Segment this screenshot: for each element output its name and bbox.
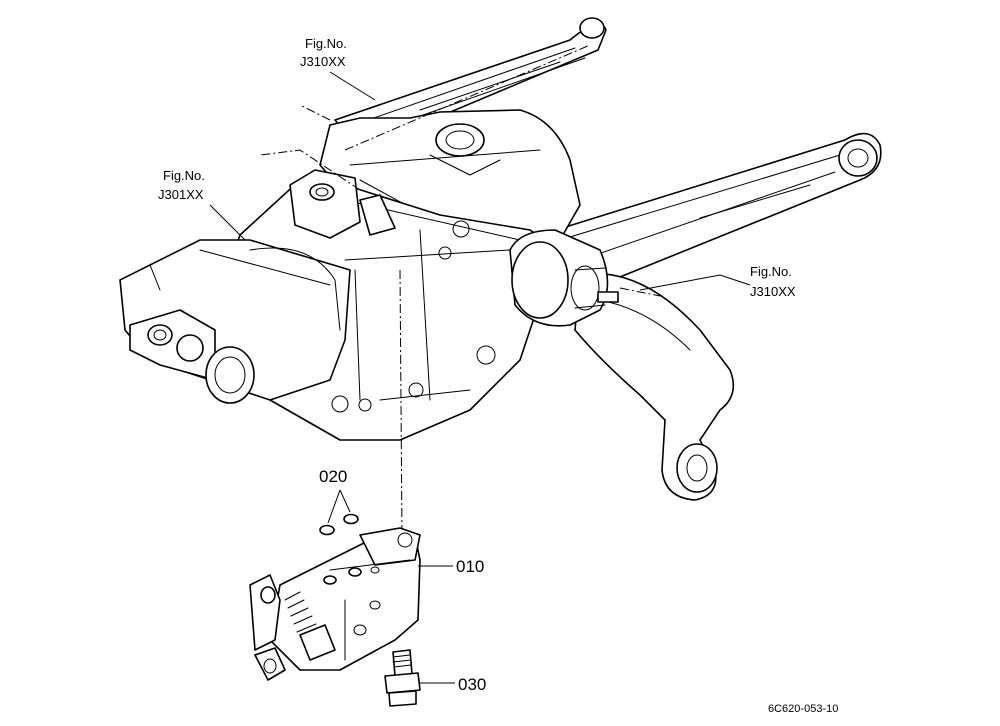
control-valve-assembly	[249, 527, 421, 681]
lower-link-bracket	[574, 272, 735, 501]
fig-callout-top-line1: Fig.No.	[305, 36, 347, 51]
part-number-020: 020	[319, 467, 347, 486]
leader-lines	[209, 71, 751, 684]
fig-callout-right-line1: Fig.No.	[750, 264, 792, 279]
hitch-housing	[119, 109, 619, 441]
fig-callout-left-line2: J301XX	[158, 187, 204, 202]
fig-callout-top-line2: J310XX	[300, 54, 346, 69]
o-rings	[319, 513, 359, 536]
right-lift-arm	[539, 132, 882, 286]
fig-callout-right-line2: J310XX	[750, 284, 796, 299]
fig-callout-left-line1: Fig.No.	[163, 168, 205, 183]
part-number-030: 030	[458, 675, 486, 694]
assembly-centerlines	[259, 44, 661, 536]
fitting-bolt	[384, 649, 421, 707]
drawing-code: 6C620-053-10	[768, 703, 838, 715]
part-number-010: 010	[456, 557, 484, 576]
